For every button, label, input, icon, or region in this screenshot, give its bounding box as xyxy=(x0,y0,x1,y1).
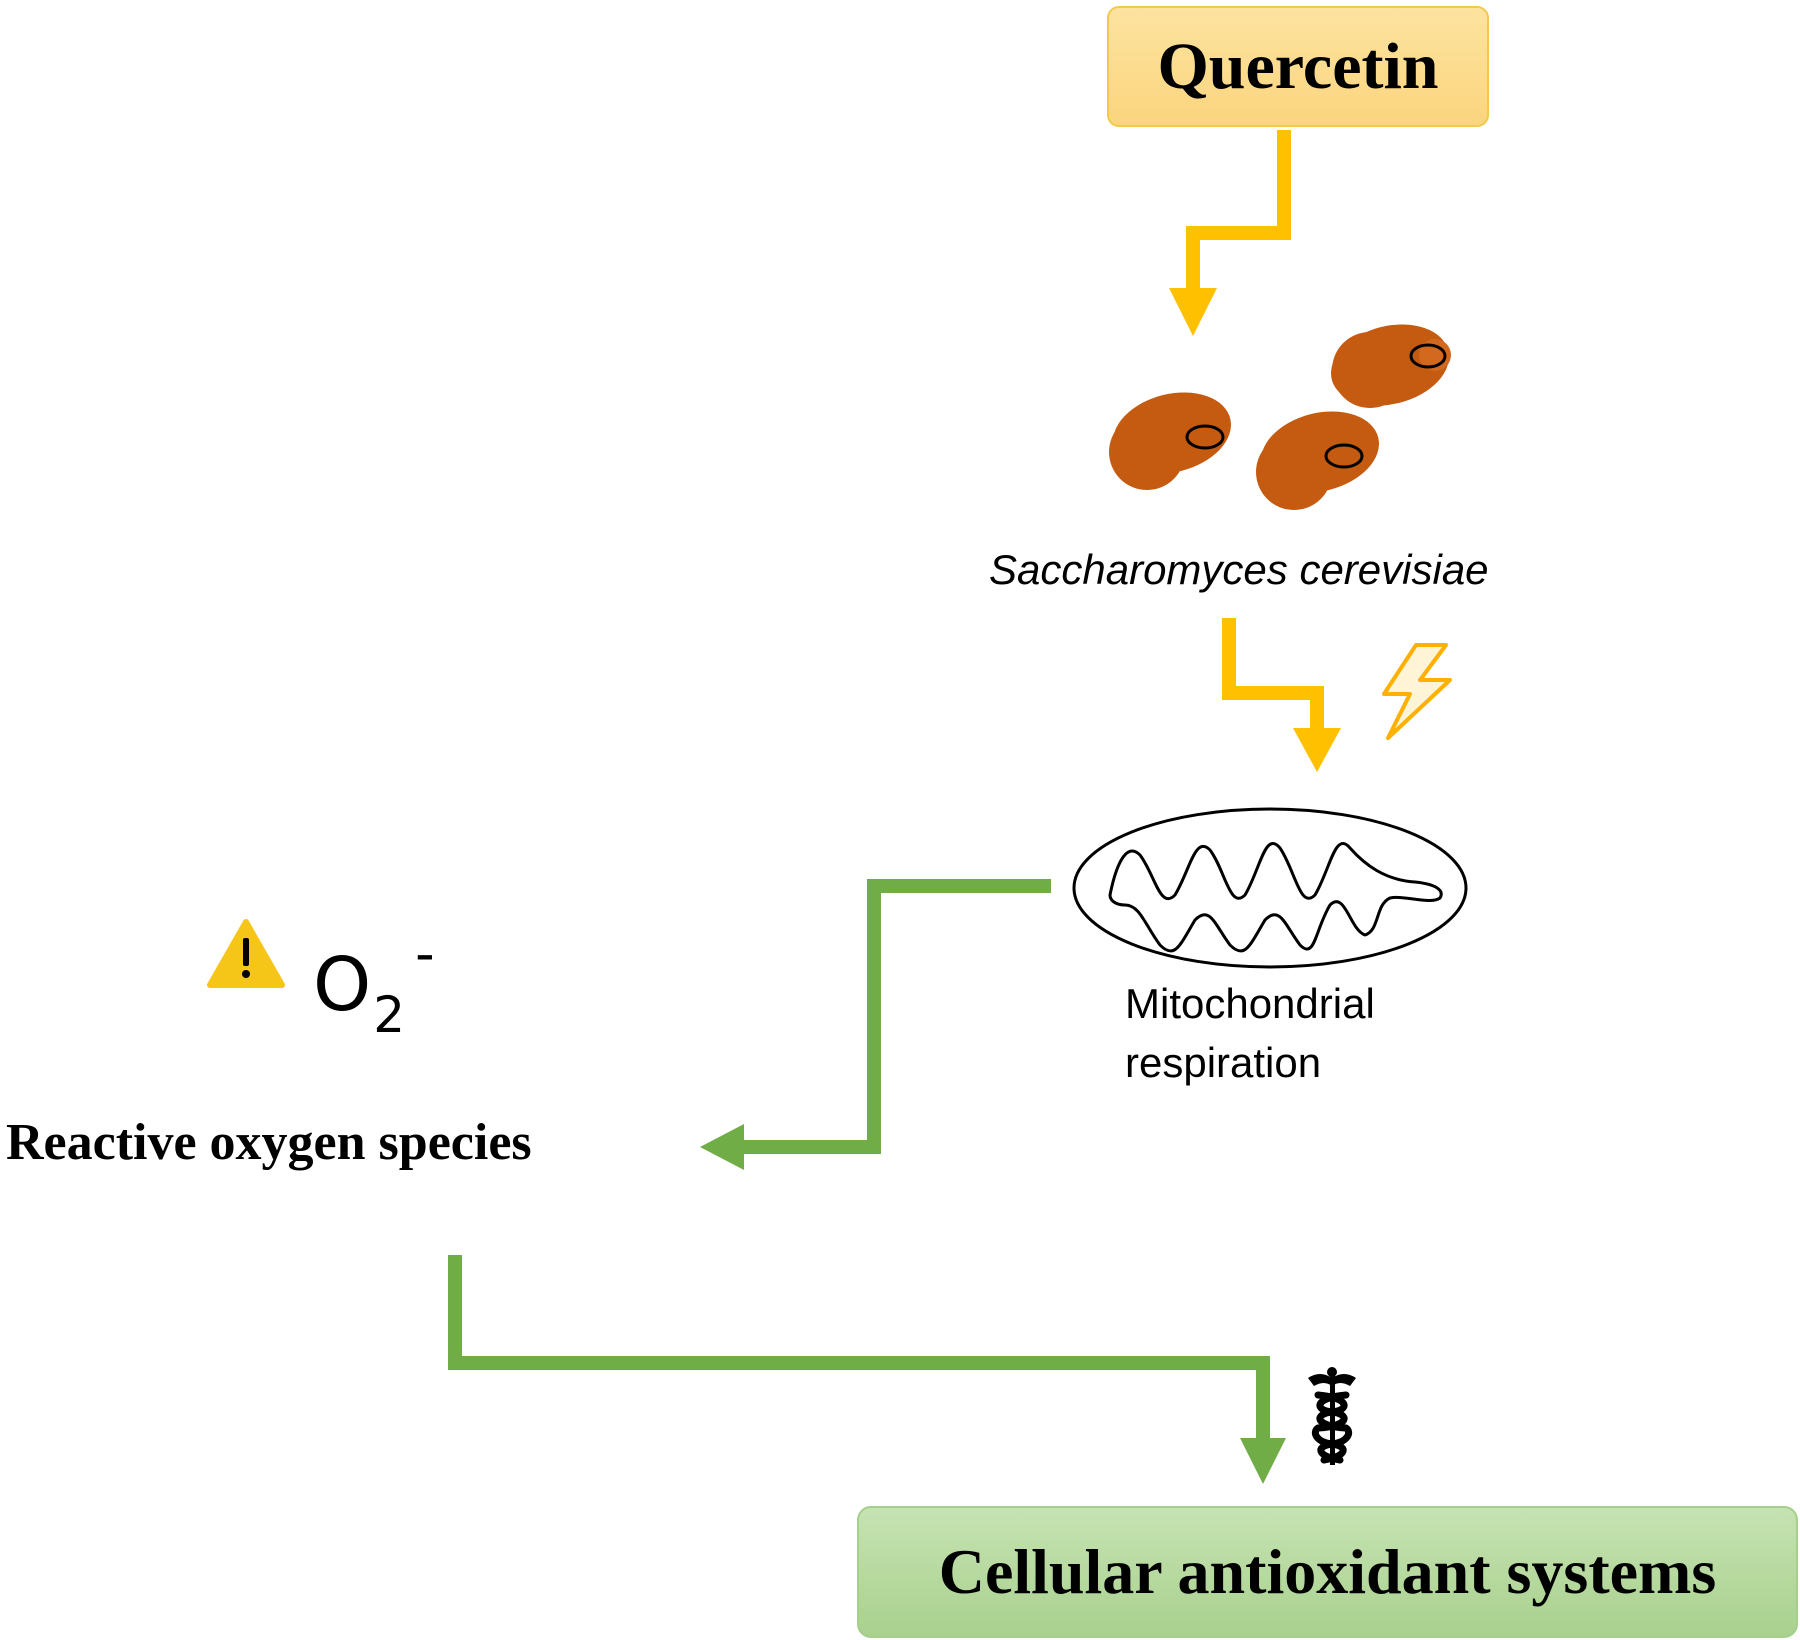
mitochondrion xyxy=(1072,807,1468,969)
superoxide-subscript: 2 xyxy=(373,986,406,1044)
superoxide-base: O xyxy=(313,942,372,1028)
antioxidant-label: Cellular antioxidant systems xyxy=(938,1536,1717,1607)
caduceus-icon xyxy=(1308,1367,1356,1465)
superoxide-superscript: - xyxy=(415,922,435,985)
yeast-cells xyxy=(1109,324,1451,510)
ros-label: Reactive oxygen species xyxy=(6,1114,532,1171)
mitochondria-label-line1: Mitochondrial xyxy=(1125,980,1375,1027)
arrow-ros-to-antioxidant xyxy=(448,1255,1286,1484)
quercetin-box: Quercetin xyxy=(1107,6,1489,127)
lightning-icon xyxy=(1382,643,1452,740)
yeast-cell xyxy=(1109,392,1231,490)
warning-icon xyxy=(207,919,285,988)
arrow-yeast-to-mitochondria xyxy=(1222,618,1341,772)
superoxide-formula: O2- xyxy=(313,927,435,1041)
arrow-mitochondria-to-ros xyxy=(700,879,1051,1170)
yeast-cell xyxy=(1331,324,1451,408)
yeast-label: Saccharomyces cerevisiae xyxy=(989,546,1489,593)
arrow-quercetin-to-yeast xyxy=(1169,130,1291,336)
quercetin-label: Quercetin xyxy=(1157,29,1439,103)
antioxidant-box: Cellular antioxidant systems xyxy=(857,1506,1798,1638)
yeast-cell xyxy=(1256,411,1379,510)
mitochondria-label-line2: respiration xyxy=(1125,1039,1322,1086)
